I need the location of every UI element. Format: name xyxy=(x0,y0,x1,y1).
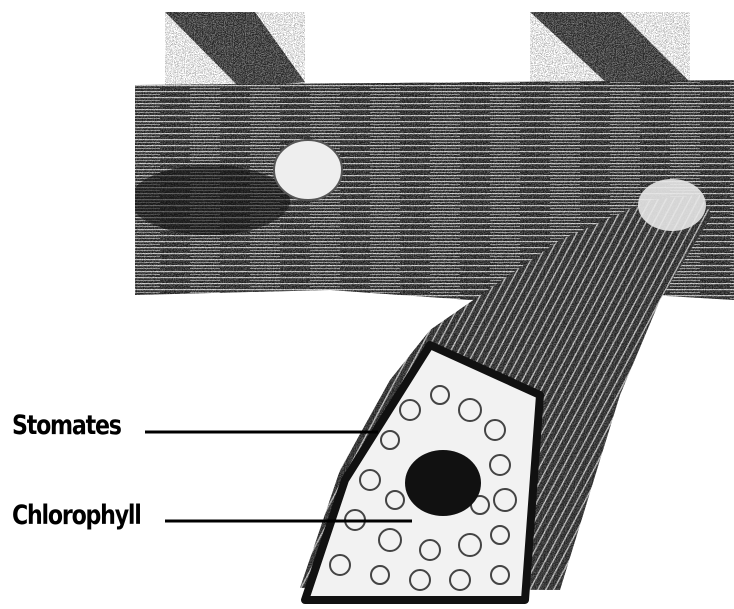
twig-right xyxy=(530,12,690,86)
central-core xyxy=(405,450,481,516)
bud-scar xyxy=(274,140,342,200)
label-chlorophyll: Chlorophyll xyxy=(12,500,141,531)
twig-left xyxy=(165,12,305,88)
needle-tip-highlight xyxy=(638,179,706,231)
label-stomates: Stomates xyxy=(12,410,121,441)
